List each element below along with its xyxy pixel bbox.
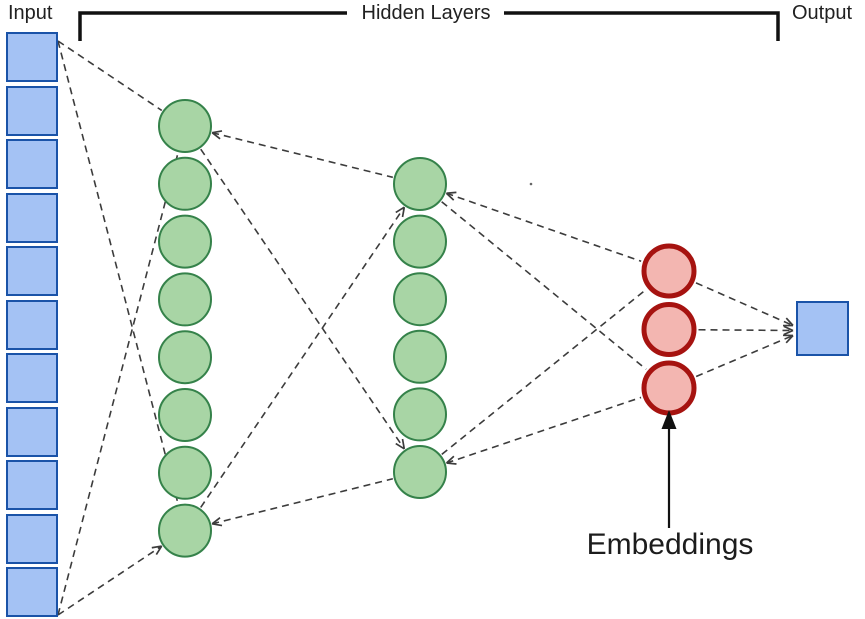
embedding-node-1 xyxy=(641,302,697,357)
connector-line xyxy=(57,152,179,616)
input-node-1 xyxy=(6,86,58,136)
arrowhead-icon xyxy=(151,545,162,549)
hidden-layers-label: Hidden Layers xyxy=(361,2,491,24)
input-node-0 xyxy=(6,32,58,82)
hidden2-node-3 xyxy=(393,329,447,384)
hidden2-node-4 xyxy=(393,387,447,442)
input-node-4 xyxy=(6,246,58,296)
arrowhead-icon xyxy=(155,545,163,556)
connector-line xyxy=(200,148,405,450)
arrowhead-icon xyxy=(446,462,457,465)
input-node-10 xyxy=(6,567,58,617)
arrowhead-icon xyxy=(401,207,406,218)
connector-line xyxy=(695,282,794,327)
hidden1-node-2 xyxy=(158,214,212,269)
input-node-9 xyxy=(6,514,58,564)
arrowhead-icon xyxy=(212,522,223,527)
arrowhead-icon xyxy=(785,317,794,327)
hidden1-node-3 xyxy=(158,272,212,327)
hidden1-node-6 xyxy=(158,445,212,500)
connector-line xyxy=(200,206,405,508)
arrowhead-icon xyxy=(445,455,455,464)
hidden1-node-0 xyxy=(158,99,212,153)
hidden2-node-5 xyxy=(393,445,447,499)
input-node-7 xyxy=(6,407,58,457)
arrowhead-icon xyxy=(395,442,405,450)
input-node-3 xyxy=(6,193,58,243)
output-node xyxy=(796,301,849,356)
connector-line xyxy=(698,328,794,332)
input-node-8 xyxy=(6,460,58,510)
connector-line xyxy=(446,396,642,464)
arrowhead-icon xyxy=(212,130,223,134)
arrowhead-icon xyxy=(395,206,405,214)
input-label: Input xyxy=(8,2,53,24)
arrowhead-icon xyxy=(446,191,457,195)
embeddings-arrowhead-icon xyxy=(661,410,677,429)
arrowhead-icon xyxy=(401,438,406,449)
arrowhead-icon xyxy=(211,516,221,525)
connector-line xyxy=(57,40,179,504)
hidden2-node-1 xyxy=(393,214,447,269)
output-label: Output xyxy=(792,2,853,24)
embeddings-label: Embeddings xyxy=(586,528,754,561)
hidden-layers-bracket xyxy=(78,11,780,41)
connector-line xyxy=(57,545,163,616)
connector-line xyxy=(441,288,647,456)
connector-line xyxy=(211,477,394,525)
arrowhead-icon xyxy=(783,325,794,332)
arrowhead-icon xyxy=(211,132,221,140)
connector-line xyxy=(695,334,794,378)
stray-mark xyxy=(529,182,533,186)
hidden1-node-4 xyxy=(158,330,212,385)
connector-line xyxy=(446,192,642,263)
input-node-6 xyxy=(6,353,58,403)
hidden1-node-7 xyxy=(158,503,212,558)
arrowhead-icon xyxy=(785,334,794,344)
arrowhead-icon xyxy=(783,329,794,336)
connector-line xyxy=(211,131,394,179)
connector-line xyxy=(441,201,647,370)
embedding-node-2 xyxy=(641,360,697,416)
hidden2-node-0 xyxy=(393,157,447,211)
input-node-2 xyxy=(6,139,58,189)
hidden1-node-5 xyxy=(158,388,212,442)
input-node-5 xyxy=(6,300,58,350)
arrowhead-icon xyxy=(445,192,455,201)
embedding-node-0 xyxy=(641,243,697,299)
hidden2-node-2 xyxy=(393,272,447,327)
hidden1-node-1 xyxy=(158,156,212,211)
connector-line xyxy=(57,40,163,112)
